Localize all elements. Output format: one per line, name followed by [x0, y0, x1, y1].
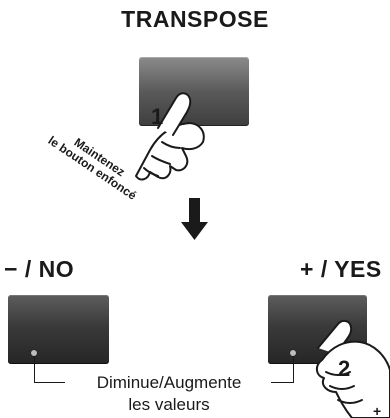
step-2-number: 2 [338, 356, 350, 381]
caption-line-1: Diminue/Augmente [93, 372, 245, 394]
plus-led-indicator [290, 350, 296, 356]
leader-line-left [34, 356, 65, 383]
minus-no-label: − / NO [4, 256, 75, 282]
minus-no-button[interactable] [8, 295, 109, 364]
step-1-number: 1 [151, 104, 163, 129]
plus-yes-label: + / YES [300, 256, 382, 282]
plus-mark-icon: + [373, 403, 381, 418]
leader-line-right [271, 356, 294, 383]
minus-led-indicator [31, 350, 37, 356]
transpose-button[interactable] [139, 57, 249, 126]
transpose-label: TRANSPOSE [121, 6, 269, 32]
caption: Diminue/Augmente les valeurs [60, 372, 278, 416]
caption-line-2: les valeurs [128, 395, 210, 414]
